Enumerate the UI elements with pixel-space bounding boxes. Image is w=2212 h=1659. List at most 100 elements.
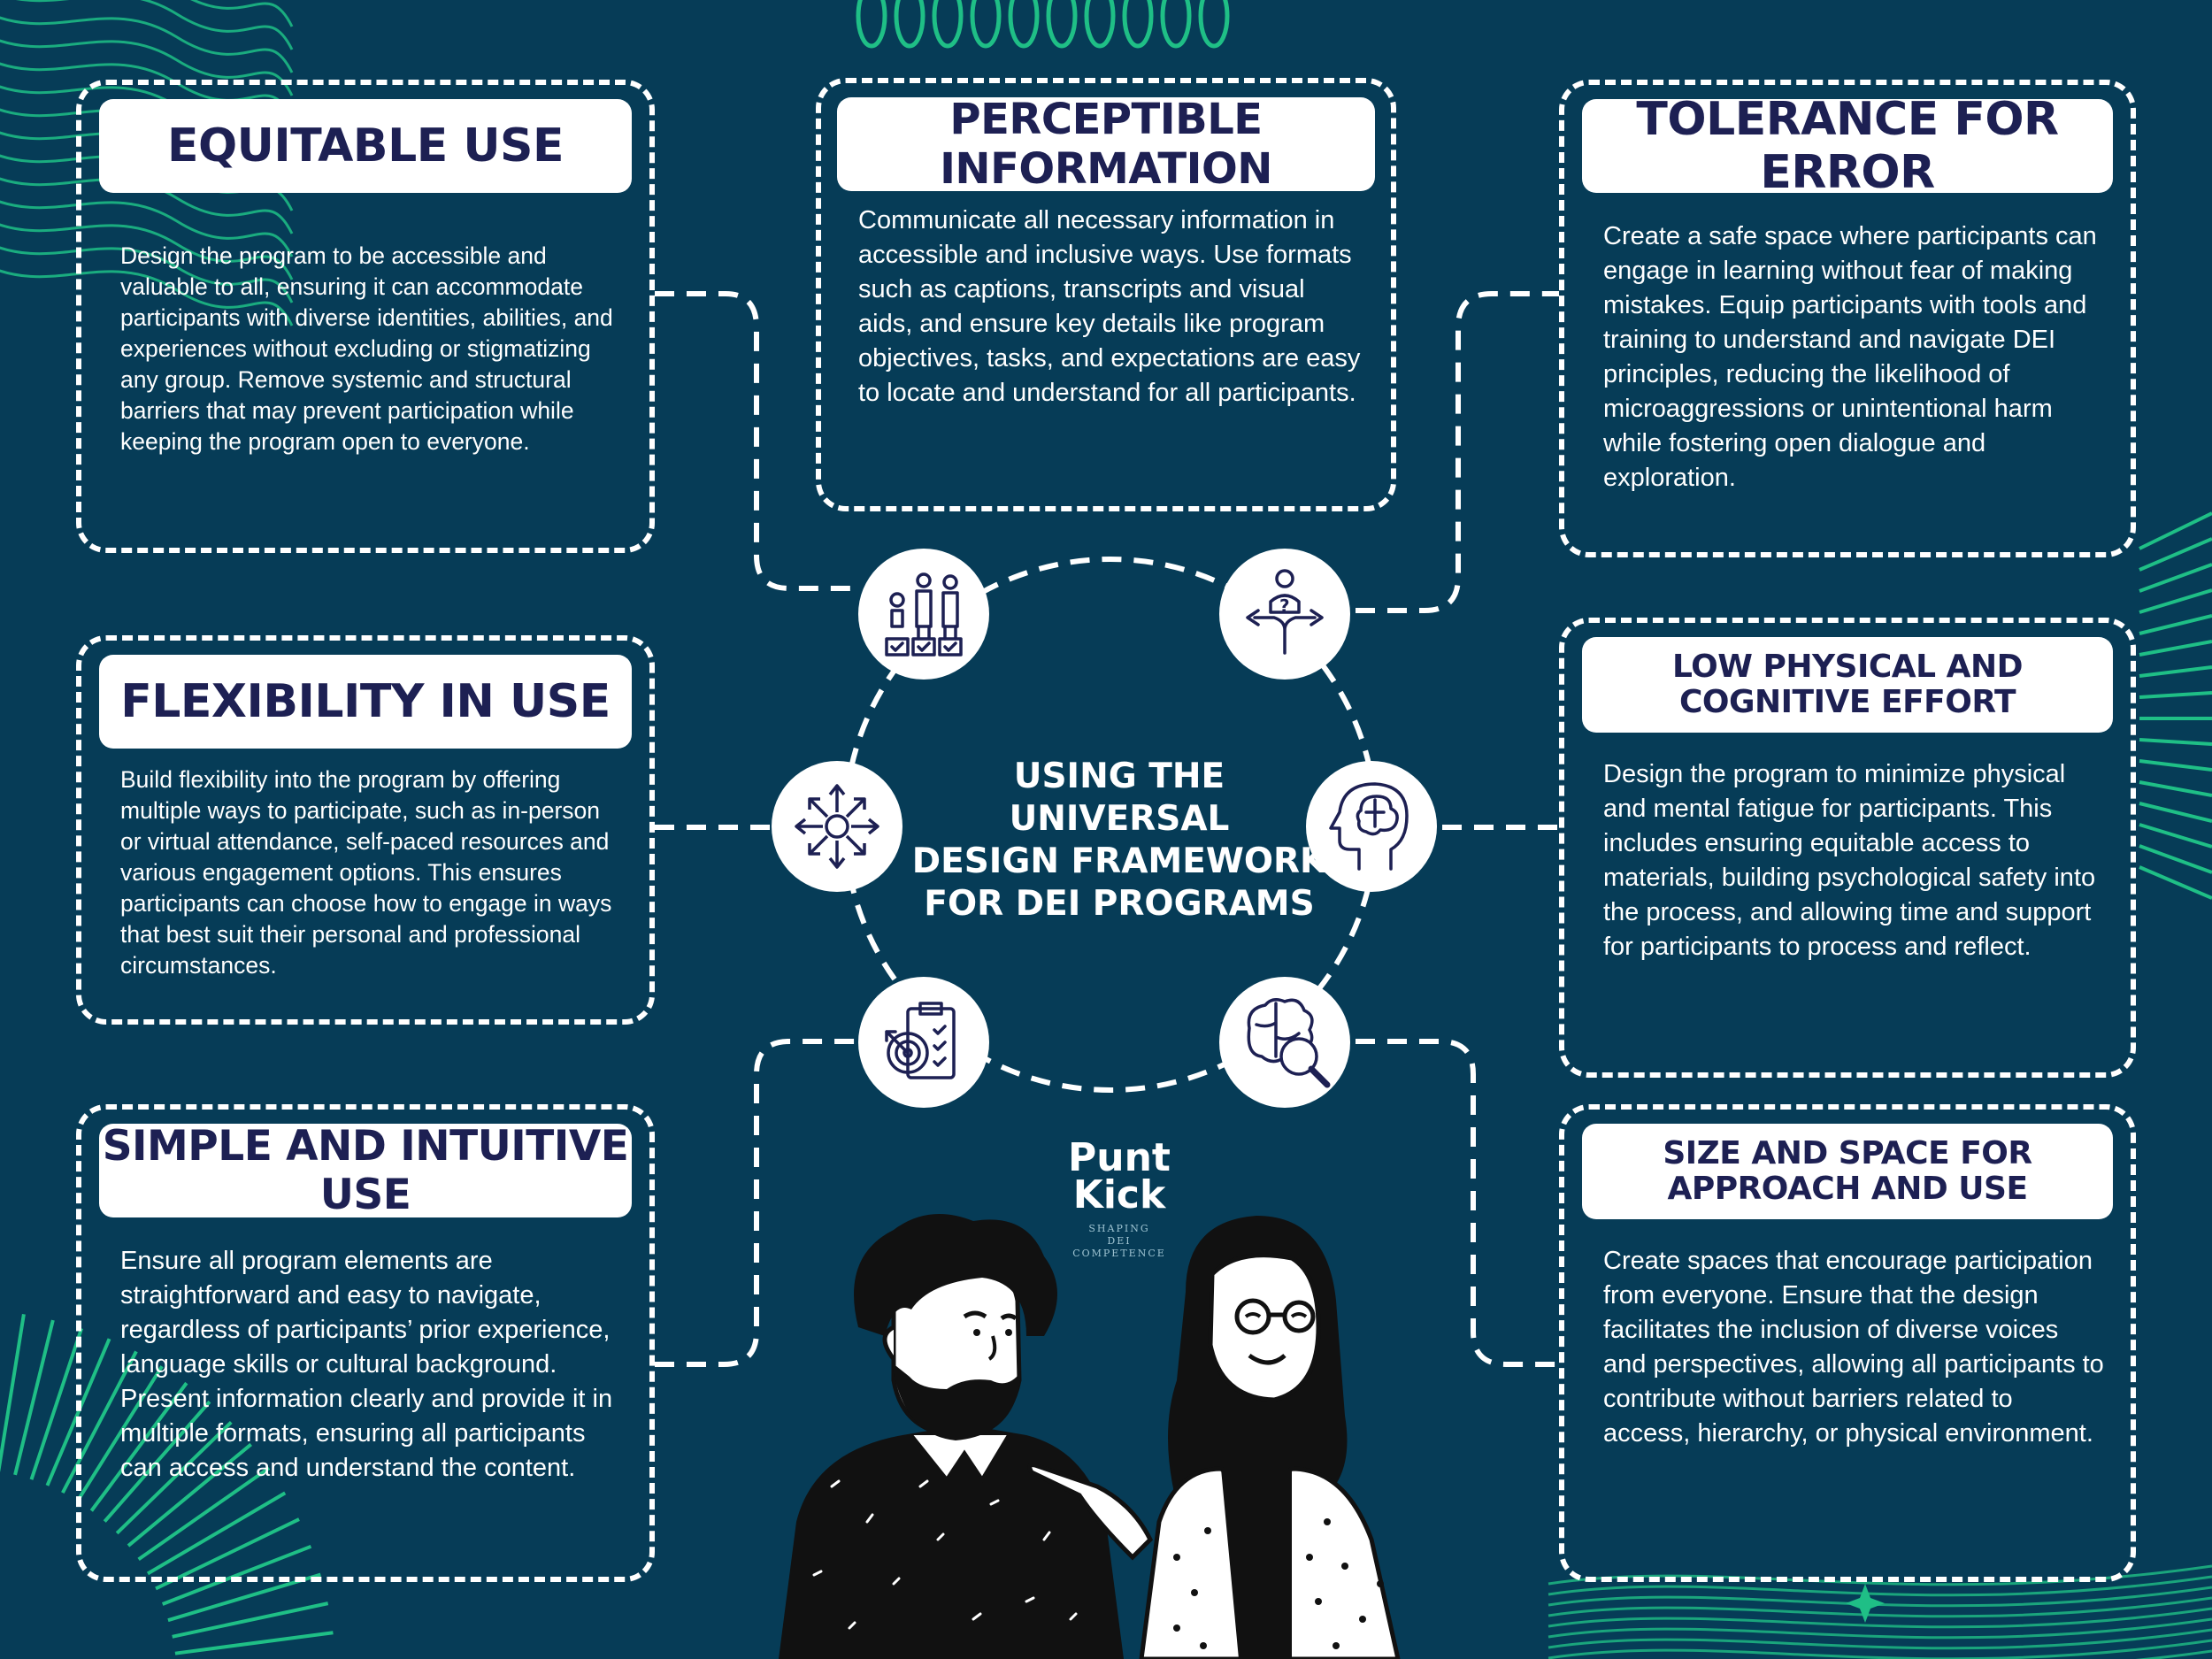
decorative-line bbox=[0, 39, 294, 96]
hub-title-line: DESIGN FRAMEWORK bbox=[911, 841, 1327, 881]
decorative-line bbox=[0, 177, 294, 234]
decorative-line bbox=[1846, 1584, 1885, 1623]
card-title: LOW PHYSICAL AND COGNITIVE EFFORT bbox=[1582, 637, 2113, 733]
card-low-physical-cognitive-effort: LOW PHYSICAL AND COGNITIVE EFFORT Design… bbox=[1559, 618, 2136, 1078]
decorative-line bbox=[2139, 738, 2212, 746]
decorative-line bbox=[29, 1327, 84, 1480]
brain-head-icon bbox=[1304, 759, 1439, 894]
decorative-line bbox=[1548, 1617, 2212, 1640]
title-line: LOW PHYSICAL AND bbox=[1671, 649, 2024, 685]
decision-arrows-icon: ? bbox=[1217, 547, 1352, 681]
logo-word: Kick bbox=[1072, 1172, 1166, 1217]
decorative-line bbox=[2139, 759, 2212, 772]
decorative-line bbox=[89, 1381, 188, 1512]
decorative-line bbox=[894, 0, 926, 49]
decorative-line bbox=[1198, 0, 1230, 49]
woman-figure bbox=[1027, 1216, 1401, 1659]
decorative-line bbox=[146, 1491, 287, 1576]
decorative-line bbox=[0, 16, 294, 73]
decorative-line bbox=[1046, 0, 1078, 49]
logo-tagline: SHAPING bbox=[1088, 1223, 1150, 1234]
card-title: SIMPLE AND INTUITIVE USE bbox=[99, 1122, 632, 1219]
decorative-line bbox=[2139, 665, 2212, 678]
title-line: APPROACH AND USE bbox=[1667, 1171, 2028, 1207]
decorative-line bbox=[1548, 1639, 2212, 1659]
connector-simple bbox=[655, 1039, 860, 1367]
decorative-line bbox=[2139, 537, 2212, 572]
hub-title-line: USING THE UNIVERSAL bbox=[1009, 757, 1230, 839]
card-flexibility-in-use: FLEXIBILITY IN USE Build flexibility int… bbox=[76, 635, 655, 1025]
decorative-line bbox=[2139, 640, 2212, 657]
hub-title-line: FOR DEI PROGRAMS bbox=[924, 884, 1315, 924]
logo-tagline: COMPETENCE bbox=[1072, 1248, 1166, 1259]
equity-people-icon bbox=[856, 547, 991, 681]
decorative-line bbox=[2139, 588, 2212, 614]
card-title: PERCEPTIBLE INFORMATION bbox=[837, 95, 1375, 194]
decorative-line bbox=[0, 246, 294, 303]
decorative-line bbox=[174, 1631, 334, 1655]
decorative-line bbox=[161, 1544, 312, 1606]
radiating-arrows-icon bbox=[770, 759, 904, 894]
card-body: Build flexibility into the program by of… bbox=[120, 766, 612, 979]
decorative-line bbox=[1160, 0, 1192, 49]
decorative-line bbox=[1548, 1575, 2212, 1597]
hub-title: USING THE UNIVERSAL DESIGN FRAMEWORK FOR… bbox=[911, 756, 1327, 926]
decorative-line bbox=[1084, 0, 1116, 49]
decorative-line bbox=[856, 0, 887, 49]
decorative-line bbox=[2139, 823, 2212, 849]
card-body: Communicate all necessary information in… bbox=[858, 206, 1361, 407]
decorative-line bbox=[2139, 802, 2212, 823]
decorative-line bbox=[2139, 563, 2212, 593]
decorative-line bbox=[1008, 0, 1040, 49]
target-checklist-icon bbox=[856, 975, 991, 1110]
decorative-line bbox=[2139, 691, 2212, 699]
decorative-line bbox=[137, 1466, 271, 1561]
decorative-line bbox=[970, 0, 1002, 49]
decorative-line bbox=[1122, 0, 1154, 49]
card-simple-intuitive-use: SIMPLE AND INTUITIVE USE Ensure all prog… bbox=[76, 1104, 655, 1582]
decorative-line bbox=[2139, 511, 2212, 550]
card-size-and-space: SIZE AND SPACE FOR APPROACH AND USE Crea… bbox=[1559, 1104, 2136, 1582]
decorative-line bbox=[1548, 1628, 2212, 1650]
decorative-line bbox=[1548, 1596, 2212, 1618]
decorative-line bbox=[2139, 780, 2212, 797]
decorative-line bbox=[75, 1365, 164, 1502]
title-line: SIZE AND SPACE FOR bbox=[1663, 1135, 2032, 1171]
svg-text:?: ? bbox=[1279, 595, 1290, 617]
decorative-line bbox=[2139, 865, 2212, 900]
logo-word: Punt bbox=[1068, 1135, 1171, 1180]
decorative-line bbox=[16, 0, 294, 50]
decorative-line bbox=[0, 269, 294, 326]
card-title: SIZE AND SPACE FOR APPROACH AND USE bbox=[1582, 1124, 2113, 1219]
decorative-line bbox=[61, 1350, 138, 1494]
card-title: FLEXIBILITY IN USE bbox=[99, 655, 632, 749]
man-figure bbox=[779, 1214, 1124, 1659]
brain-magnifier-icon bbox=[1217, 975, 1352, 1110]
card-perceptible-information: PERCEPTIBLE INFORMATION Communicate all … bbox=[816, 78, 1396, 511]
decorative-line bbox=[2139, 614, 2212, 635]
decorative-line bbox=[167, 1572, 321, 1623]
decorative-line bbox=[13, 1319, 55, 1476]
decorative-line bbox=[932, 0, 964, 49]
card-body: Ensure all program elements are straight… bbox=[120, 1247, 613, 1482]
decorative-line bbox=[0, 1314, 26, 1472]
decorative-line bbox=[115, 1420, 233, 1535]
decorative-line bbox=[1548, 1607, 2212, 1629]
punt-kick-logo: Punt Kick SHAPING DEI COMPETENCE bbox=[1018, 1135, 1221, 1260]
card-body: Design the program to minimize physical … bbox=[1603, 760, 2096, 961]
decorative-line bbox=[1548, 1586, 2212, 1608]
connector-equitable bbox=[655, 291, 860, 591]
decorative-line bbox=[190, 0, 294, 27]
decorative-line bbox=[103, 1400, 211, 1523]
card-body: Create a safe space where participants c… bbox=[1603, 222, 2097, 492]
decorative-line bbox=[0, 200, 294, 257]
card-tolerance-for-error: TOLERANCE FOR ERROR Create a safe space … bbox=[1559, 80, 2136, 557]
connector-size bbox=[1356, 1039, 1559, 1367]
card-equitable-use: EQUITABLE USE Design the program to be a… bbox=[76, 80, 655, 553]
decorative-line bbox=[0, 223, 294, 280]
card-title: TOLERANCE FOR ERROR bbox=[1582, 93, 2113, 199]
card-body: Create spaces that encourage participati… bbox=[1603, 1247, 2104, 1448]
card-body: Design the program to be accessible and … bbox=[120, 242, 613, 455]
decorative-line bbox=[172, 1601, 329, 1639]
decorative-line bbox=[127, 1442, 252, 1548]
